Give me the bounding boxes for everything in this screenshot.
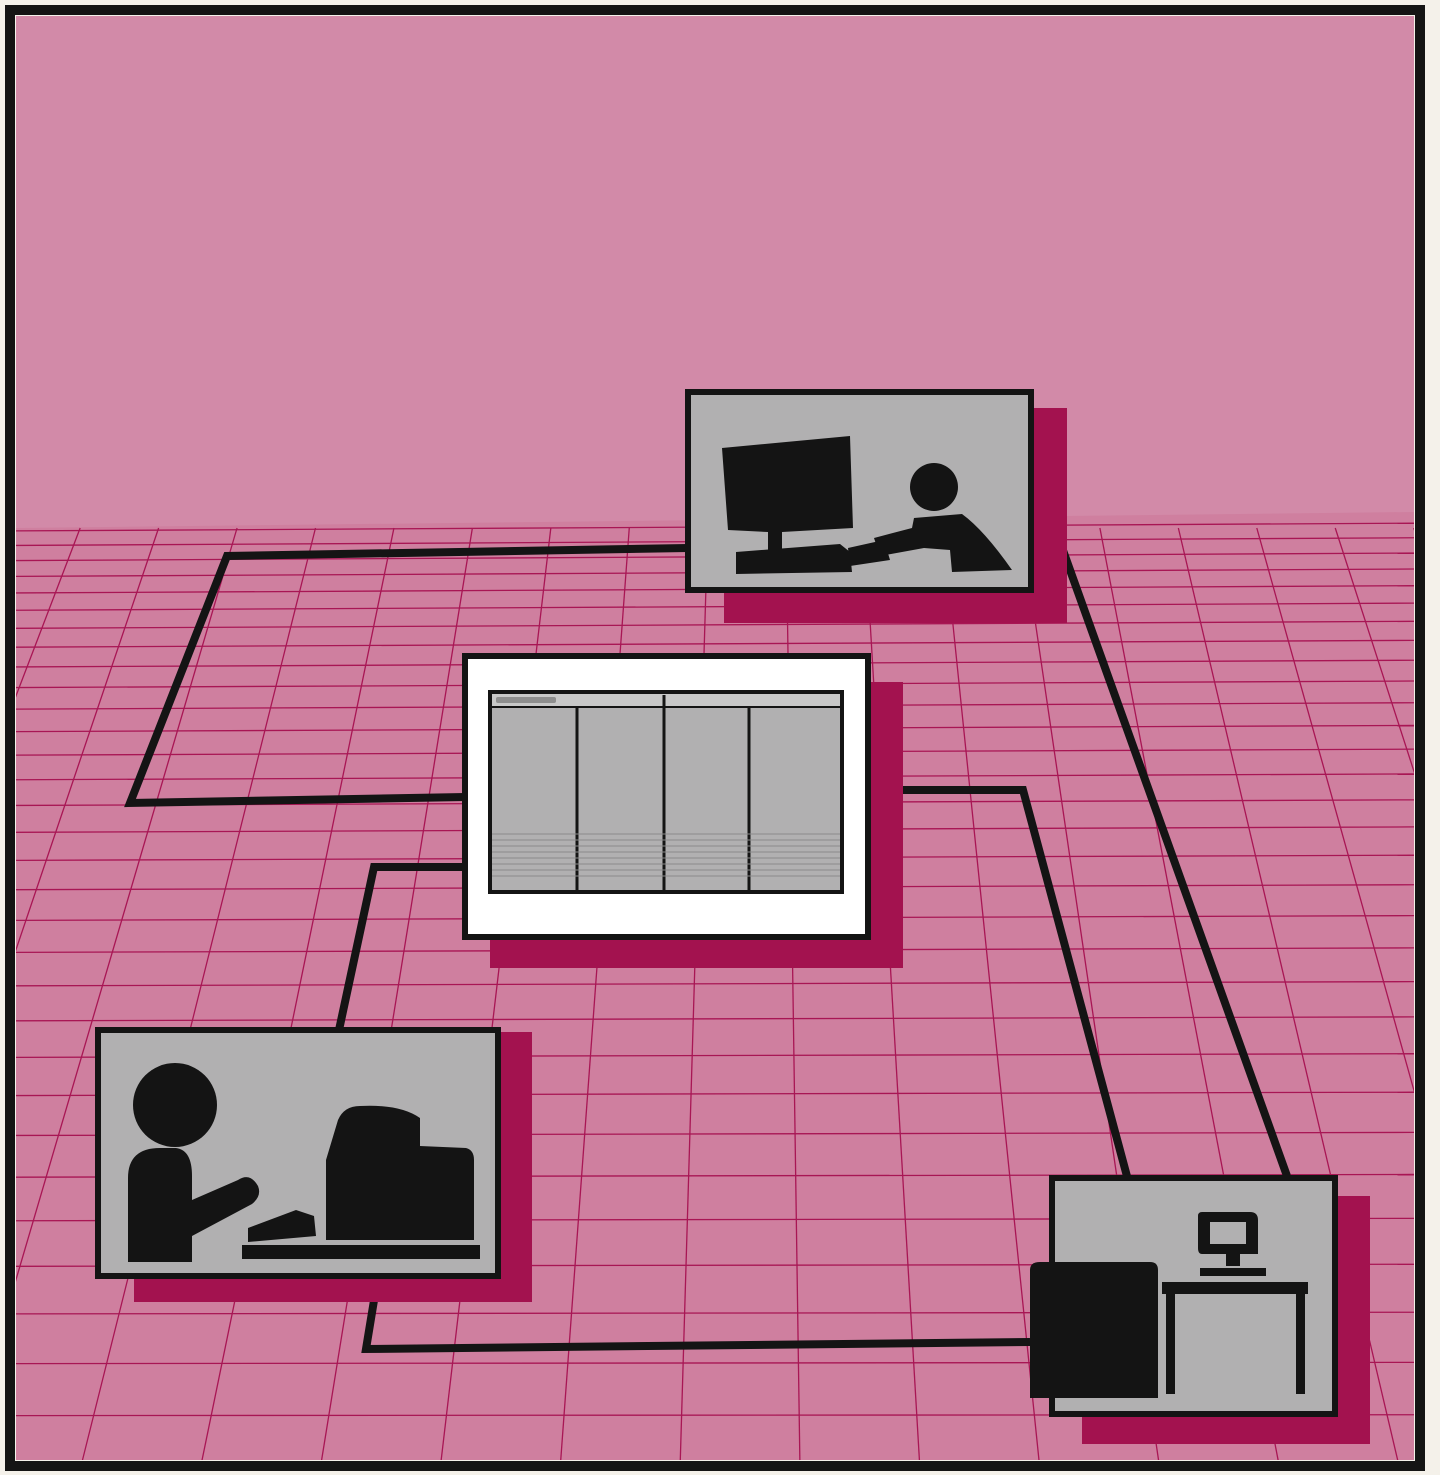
spreadsheet-window-icon — [490, 692, 842, 892]
server-terminal-panel — [1030, 1178, 1370, 1444]
spreadsheet-panel — [465, 656, 903, 968]
desktop-user-panel — [98, 1030, 532, 1302]
workstation-user-panel — [688, 392, 1067, 623]
